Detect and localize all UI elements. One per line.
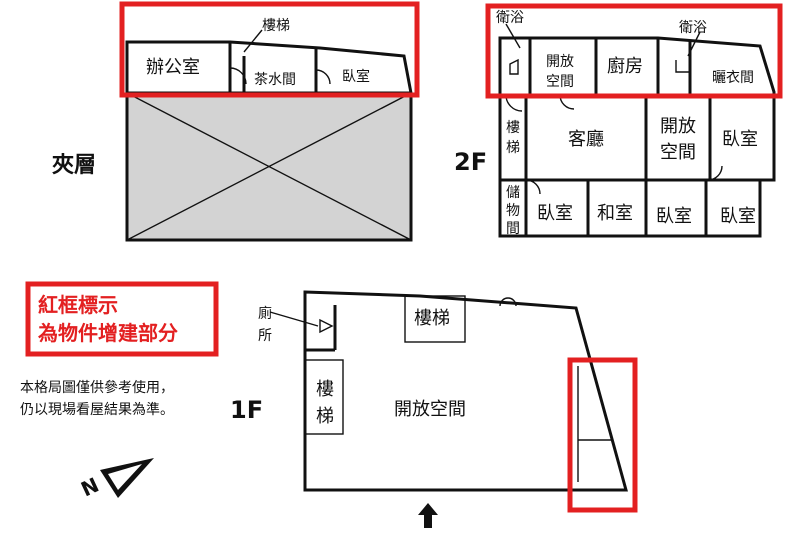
f1-open-space-label: 開放空間 <box>394 399 466 420</box>
legend-line2: 為物件增建部分 <box>38 321 178 345</box>
f2-bedroom-1-label: 臥室 <box>537 203 573 224</box>
f2-open-space-mid-line1: 開放 <box>660 116 696 137</box>
entrance-arrow-icon <box>418 503 438 528</box>
f2-bath-left-label: 衛浴 <box>496 10 524 26</box>
second-floor-addition-highlight <box>485 3 783 99</box>
f2-living-room-label: 客廳 <box>568 129 604 150</box>
first-floor-outline <box>303 290 628 492</box>
door-swing <box>315 69 331 85</box>
f2-storage-line1: 儲 <box>506 185 520 201</box>
bath-pointer-arrow <box>687 31 701 57</box>
f2-bedroom-2-label: 臥室 <box>656 206 692 227</box>
legend-frame <box>25 281 219 357</box>
f2-kitchen-label: 廚房 <box>607 55 643 77</box>
f2-bedroom-right-top-label: 臥室 <box>722 129 758 150</box>
mezz-stairs-label: 樓梯 <box>262 18 290 34</box>
f1-toilet-line2: 所 <box>258 328 272 344</box>
mezzanine-floor-label: 夾層 <box>52 153 96 178</box>
f1-stairs-top-label: 樓梯 <box>414 308 450 329</box>
legend: 紅框標示 為物件增建部分 <box>25 281 219 357</box>
f2-open-space-mid-line2: 空間 <box>660 142 696 163</box>
f2-storage-line2: 物 <box>506 203 520 219</box>
f2-bath-right-label: 衛浴 <box>679 20 707 36</box>
first-floor-plan: 廁 所 樓梯 樓 梯 開放空間 1F <box>230 290 628 528</box>
door-swing <box>229 67 247 85</box>
second-floor-plan: 衛浴 衛浴 開放 空間 廚房 曬衣間 樓 梯 客廳 開放 空間 臥室 儲 物 間… <box>454 10 776 238</box>
f2-bedroom-3-label: 臥室 <box>720 206 756 227</box>
toilet-pointer-arrow <box>269 311 319 327</box>
void-cross-line <box>126 92 412 241</box>
f2-open-space-top-line2: 空間 <box>546 74 574 90</box>
first-floor-addition-highlight <box>567 357 638 513</box>
mezzanine-outline <box>125 40 413 242</box>
mezzanine-plan: 樓梯 辦公室 茶水間 臥室 夾層 <box>52 18 413 242</box>
second-floor-label: 2F <box>454 148 487 176</box>
stairs-outline-left <box>304 359 344 435</box>
f1-toilet-line1: 廁 <box>258 305 272 322</box>
f1-stairs-left-line1: 樓 <box>316 379 334 400</box>
compass-arrow-inner <box>108 464 142 490</box>
mezzanine-addition-highlight <box>119 1 420 98</box>
f2-stairs-line2: 梯 <box>506 140 520 156</box>
first-floor-label: 1F <box>230 396 263 424</box>
mezz-tea-room-label: 茶水間 <box>254 72 296 88</box>
door-swing <box>525 179 541 195</box>
stairs-outline-top <box>404 295 466 343</box>
bath-fixture <box>675 60 690 73</box>
north-compass-icon: N <box>77 458 154 501</box>
door-swing <box>499 297 517 307</box>
mezz-bedroom-label: 臥室 <box>342 68 370 85</box>
toilet-fixture <box>319 318 334 334</box>
legend-line1: 紅框標示 <box>38 293 118 317</box>
f2-open-space-top-line1: 開放 <box>546 54 574 70</box>
f1-stairs-left-line2: 梯 <box>316 406 334 427</box>
f2-japanese-room-label: 和室 <box>597 203 633 224</box>
disclaimer-line2: 仍以現場看屋結果為準。 <box>20 402 174 418</box>
door-swing <box>707 165 723 181</box>
bath-pointer-arrow <box>505 23 521 49</box>
bath-fixture <box>509 58 519 75</box>
f2-storage-line3: 間 <box>506 221 520 237</box>
disclaimer-line1: 本格局圖僅供參考使用， <box>20 379 174 396</box>
mezz-office-label: 辦公室 <box>146 57 200 78</box>
stairs-pointer-arrow <box>243 29 263 53</box>
f2-laundry-label: 曬衣間 <box>712 70 754 86</box>
f2-stairs-line1: 樓 <box>506 120 520 136</box>
compass-north-letter: N <box>77 473 102 502</box>
